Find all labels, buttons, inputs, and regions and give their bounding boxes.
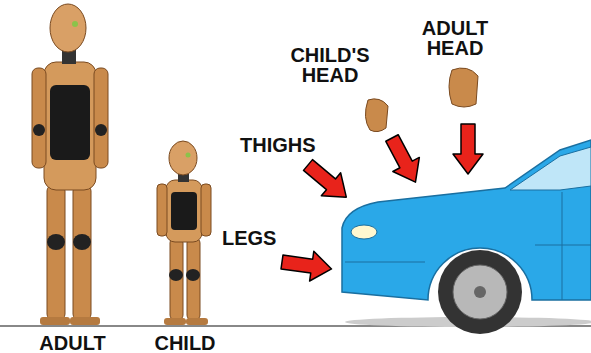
impact-label: THIGHS — [240, 135, 350, 155]
child-head-arrow — [379, 131, 429, 189]
legs-arrow — [280, 247, 334, 284]
impact-label: LEGS — [222, 228, 302, 248]
adult-head-shape — [449, 68, 478, 107]
child-dummy — [157, 141, 211, 325]
thighs-arrow — [298, 154, 356, 209]
impact-label: ADULT HEAD — [405, 18, 505, 58]
impact-label: CHILD'S HEAD — [275, 45, 385, 85]
figure-label: CHILD — [140, 333, 230, 353]
figure-label: ADULT — [25, 333, 120, 353]
adult-head-arrow — [453, 124, 483, 174]
adult-dummy — [32, 4, 108, 325]
child-head-shape — [365, 99, 388, 132]
